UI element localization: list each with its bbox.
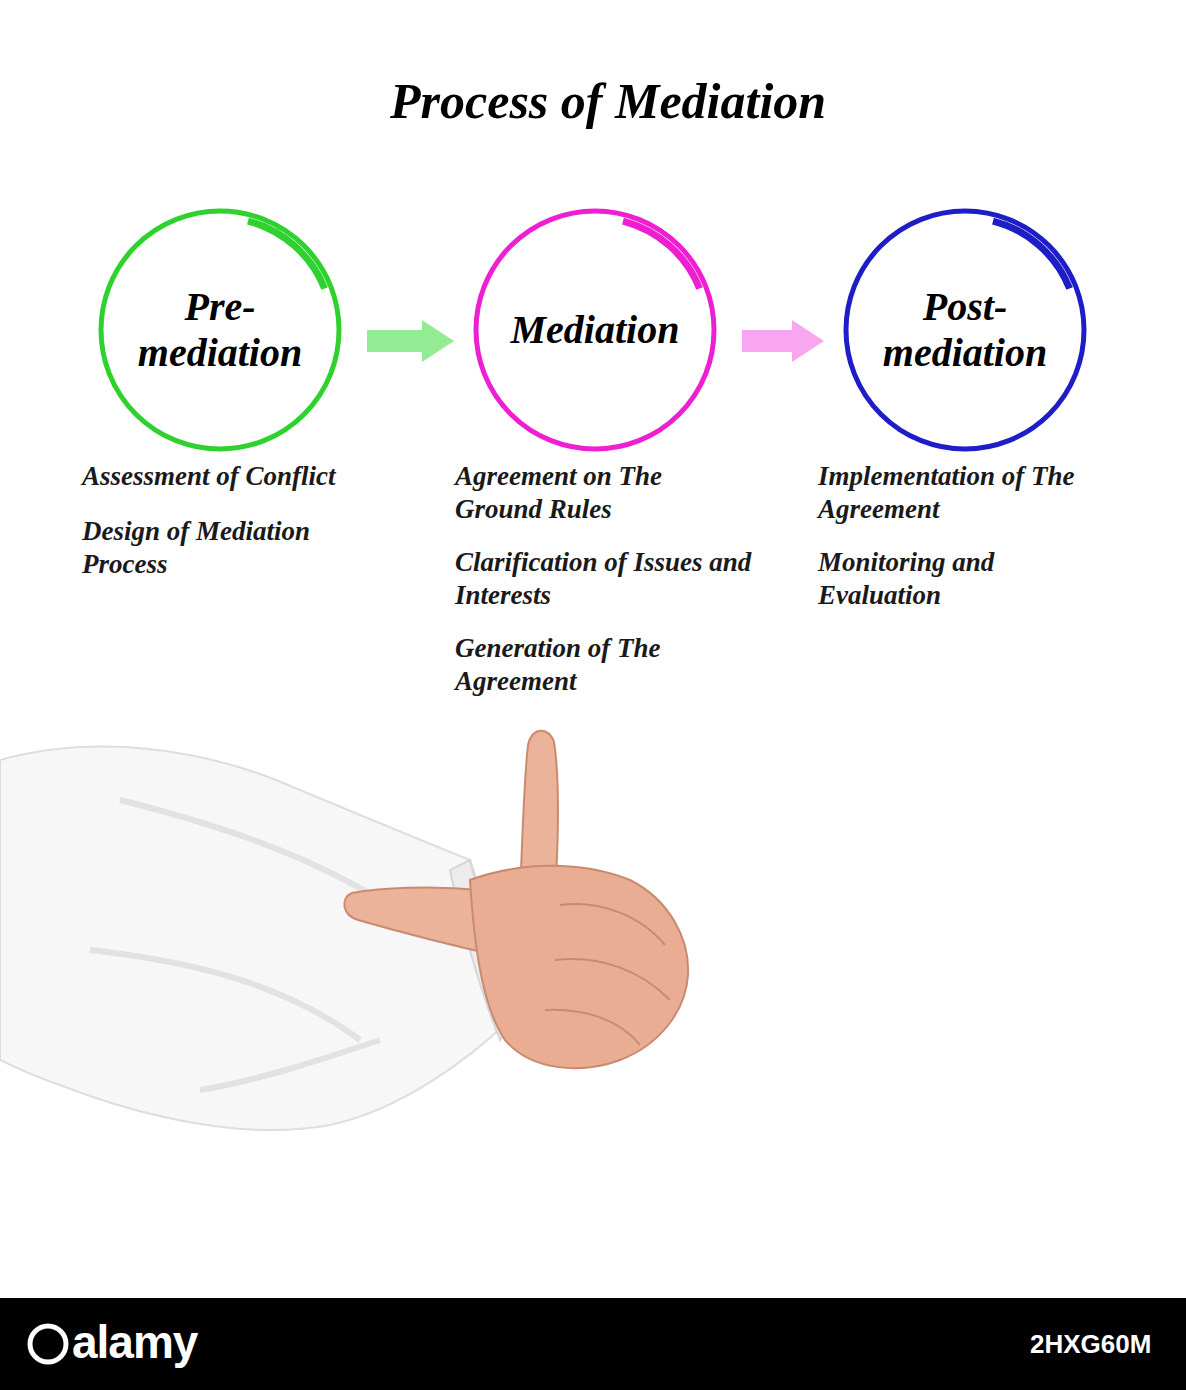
stage-name: Mediation <box>490 307 700 353</box>
step-label: Generation of The Agreement <box>455 632 720 698</box>
watermark-text: alamy <box>72 1316 272 1368</box>
brush-stroke <box>992 218 1073 290</box>
sleeve-fold <box>90 800 380 1090</box>
brush-stroke <box>622 218 703 290</box>
step-label: Implementation of The Agreement <box>818 460 1148 526</box>
fist <box>470 866 688 1068</box>
stage-circle: Mediation <box>472 207 718 453</box>
flow-arrow <box>367 320 454 362</box>
step-label: Monitoring and Evaluation <box>818 546 1108 612</box>
step-label: Design of Mediation Process <box>82 515 382 581</box>
flow-arrow <box>742 320 824 362</box>
step-label: Assessment of Conflict <box>82 460 412 493</box>
step-label: Clarification of Issues and Interests <box>455 546 775 612</box>
step-label: Agreement on The Ground Rules <box>455 460 720 526</box>
shirt-sleeve <box>0 747 520 1130</box>
stage-name: Pre- mediation <box>115 284 325 376</box>
watermark-logo <box>30 1326 66 1362</box>
circle-stroke <box>846 211 1084 449</box>
stage-circle: Pre- mediation <box>97 207 343 453</box>
stage-circle: Post- mediation <box>842 207 1088 453</box>
finger-creases <box>545 904 670 1045</box>
diagram-title: Process of Mediation <box>390 72 826 130</box>
stage-name: Post- mediation <box>860 284 1070 376</box>
watermark-text: 2HXG60M <box>1030 1329 1170 1359</box>
circle-stroke <box>101 211 339 449</box>
watermark-bar <box>0 1298 1186 1390</box>
circle-stroke <box>476 211 714 449</box>
brush-stroke <box>247 218 328 290</box>
